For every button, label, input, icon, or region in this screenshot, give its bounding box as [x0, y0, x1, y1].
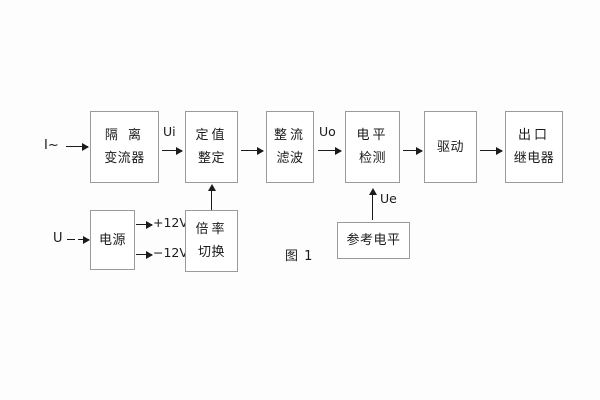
- block-level-detect-line2: 检测: [358, 151, 386, 166]
- block-rectifier-filter[interactable]: 整流 滤波: [266, 111, 314, 183]
- block-level-detect-line1: 电平: [356, 128, 389, 143]
- block-reference-level[interactable]: 参考电平: [337, 222, 410, 259]
- block-setting-line1: 定值: [195, 128, 228, 143]
- block-ratio-switch-line1: 倍率: [195, 222, 228, 237]
- block-isolation-ct-line2: 变流器: [104, 151, 145, 166]
- block-level-detect[interactable]: 电平 检测: [345, 111, 400, 183]
- block-isolation-ct-line1: 隔 离: [104, 128, 145, 143]
- arrow-input-current-to-isolation: [66, 142, 89, 151]
- signal-uo-label: Uo: [319, 124, 336, 139]
- arrow-rectifier-to-level-detect: [318, 146, 342, 155]
- block-power-supply[interactable]: 电源: [90, 210, 135, 270]
- signal-ui-label: Ui: [163, 124, 176, 139]
- block-rectifier-filter-line2: 滤波: [276, 151, 304, 166]
- rail-negative-label: −12V: [153, 245, 188, 260]
- block-setting[interactable]: 定值 整定: [185, 111, 238, 183]
- arrow-rail-positive: [136, 220, 153, 229]
- rail-positive-label: +12V: [153, 215, 188, 230]
- input-current-label: I~: [44, 138, 59, 153]
- input-voltage-label: U: [53, 231, 63, 246]
- block-output-relay-line1: 出口: [517, 128, 550, 143]
- arrow-rail-negative: [136, 250, 153, 259]
- figure-caption: 图 1: [285, 249, 314, 264]
- arrow-input-voltage-to-power-supply: [78, 235, 90, 244]
- arrow-setting-to-rectifier: [241, 146, 264, 155]
- block-ratio-switch[interactable]: 倍率 切换: [185, 210, 238, 272]
- arrow-level-detect-to-drive: [403, 146, 423, 155]
- block-rectifier-filter-line1: 整流: [273, 128, 306, 143]
- block-power-supply-line1: 电源: [98, 232, 126, 248]
- arrow-drive-to-output-relay: [480, 146, 503, 155]
- block-setting-line2: 整定: [197, 151, 225, 166]
- arrow-ratio-switch-to-setting: [207, 184, 216, 210]
- block-ratio-switch-line2: 切换: [197, 245, 225, 260]
- arrow-isolation-to-setting: [162, 146, 183, 155]
- arrow-reference-level-to-level-detect: [368, 188, 377, 220]
- block-drive[interactable]: 驱动: [424, 111, 477, 183]
- block-output-relay-line2: 继电器: [513, 151, 555, 166]
- block-reference-level-line1: 参考电平: [346, 233, 401, 248]
- block-output-relay[interactable]: 出口 继电器: [505, 111, 563, 183]
- signal-ue-label: Ue: [380, 191, 397, 206]
- block-drive-line1: 驱动: [436, 139, 464, 155]
- block-isolation-ct[interactable]: 隔 离 变流器: [90, 111, 159, 183]
- dash-input-voltage: [67, 239, 75, 240]
